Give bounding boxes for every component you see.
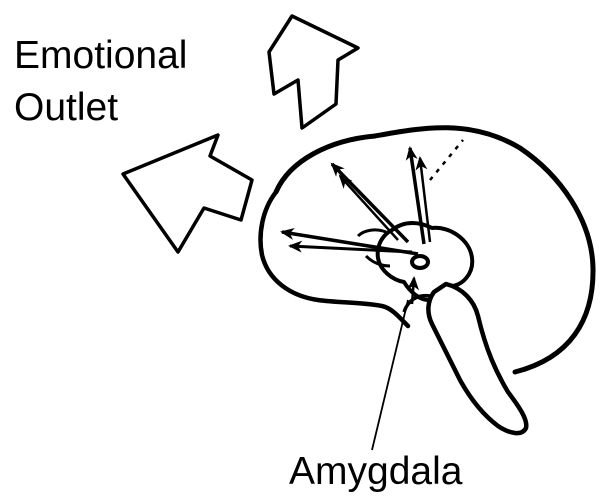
- outlet-arrow-up: [269, 16, 358, 128]
- emotional-outlet-label-line1: Emotional: [14, 36, 187, 75]
- amygdala-label: Amygdala: [289, 452, 462, 491]
- brainstem: [428, 284, 526, 433]
- inner-curve-left: [358, 230, 386, 236]
- outlet-arrow-left: [123, 135, 252, 252]
- dashed-line: [430, 140, 463, 180]
- amygdala-pointer-line: [372, 300, 408, 450]
- amygdala-nucleus: [412, 256, 428, 268]
- emotional-outlet-label-line2: Outlet: [14, 88, 118, 127]
